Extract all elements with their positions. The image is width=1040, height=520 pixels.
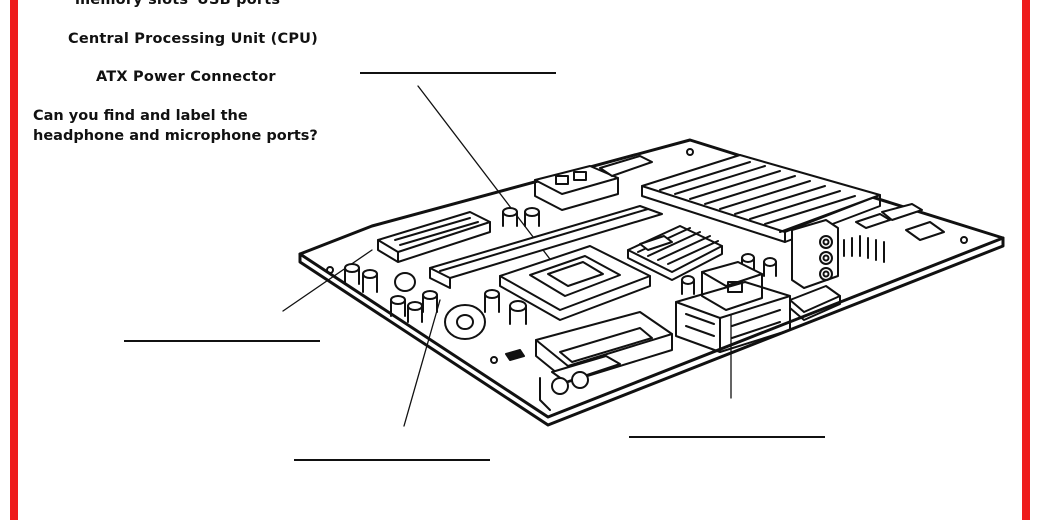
mounting-hole xyxy=(326,266,334,274)
serial-ports xyxy=(539,355,621,411)
capacitors xyxy=(344,207,777,325)
bios-chip xyxy=(639,235,673,251)
atx-power-connector xyxy=(534,165,619,211)
word-cpu: Central Processing Unit (CPU) xyxy=(68,31,318,47)
leader-line-3 xyxy=(403,299,441,427)
small-chip xyxy=(599,155,653,177)
answer-blank-4[interactable] xyxy=(629,436,825,438)
mounting-hole xyxy=(490,356,498,364)
word-atx-power-connector: ATX Power Connector xyxy=(96,69,276,85)
audio-jacks xyxy=(791,219,839,289)
word-memory-slots: memory slots xyxy=(75,0,189,8)
toroid-coils xyxy=(394,272,486,340)
worksheet-border-right xyxy=(1022,0,1030,520)
leader-line-2 xyxy=(282,249,373,312)
video-port xyxy=(789,285,841,321)
ethernet-port xyxy=(701,261,763,311)
answer-blank-2[interactable] xyxy=(124,340,320,342)
cpu-socket xyxy=(499,245,651,321)
answer-blank-3[interactable] xyxy=(294,459,490,461)
word-usb-ports: USB ports xyxy=(197,0,281,8)
parallel-port xyxy=(535,311,673,383)
worksheet-border-left xyxy=(10,0,18,520)
answer-blank-1[interactable] xyxy=(360,72,556,74)
headphone-question: Can you find and label the headphone and… xyxy=(33,108,318,144)
mounting-hole xyxy=(686,148,694,156)
expansion-slot xyxy=(429,205,663,289)
pin-headers xyxy=(843,203,945,263)
ide-connector xyxy=(377,211,491,263)
jumper-block xyxy=(505,349,525,361)
leader-line-1 xyxy=(417,85,573,289)
motherboard-board-edge xyxy=(298,236,1005,427)
mounting-hole xyxy=(960,236,968,244)
